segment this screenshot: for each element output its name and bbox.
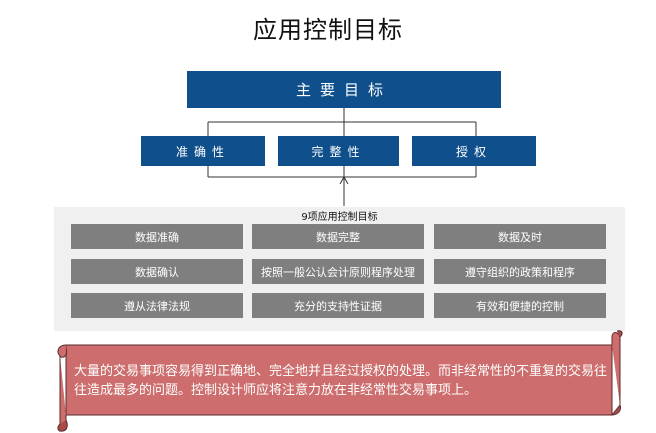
objective-item: 遵从法律法规 bbox=[71, 293, 243, 318]
objective-item: 数据确认 bbox=[71, 259, 243, 284]
note-text: 大量的交易事项容易得到正确地、完全地并且经过授权的处理。而非经常性的不重复的交易… bbox=[74, 364, 608, 398]
objective-item: 按照一般公认会计原则程序处理 bbox=[252, 259, 424, 284]
diagram-title: 应用控制目标 bbox=[253, 16, 403, 44]
objectives-panel-label: 9项应用控制目标 bbox=[301, 212, 378, 223]
objective-item: 数据完整 bbox=[252, 224, 424, 249]
objective-item: 数据准确 bbox=[71, 224, 243, 249]
sub-goal-completeness: 完整性 bbox=[278, 136, 399, 166]
objective-item: 有效和便捷的控制 bbox=[434, 293, 606, 318]
main-goal-box: 主要目标 bbox=[187, 71, 501, 108]
objective-item: 数据及时 bbox=[434, 224, 606, 249]
sub-goal-authorization: 授权 bbox=[412, 136, 536, 166]
objectives-panel: 9项应用控制目标 数据准确 数据完整 数据及时 数据确认 按照一般公认会计原则程… bbox=[54, 207, 625, 331]
objective-item: 充分的支持性证据 bbox=[252, 293, 424, 318]
objective-item: 遵守组织的政策和程序 bbox=[434, 259, 606, 284]
sub-goal-accuracy: 准确性 bbox=[141, 136, 265, 166]
